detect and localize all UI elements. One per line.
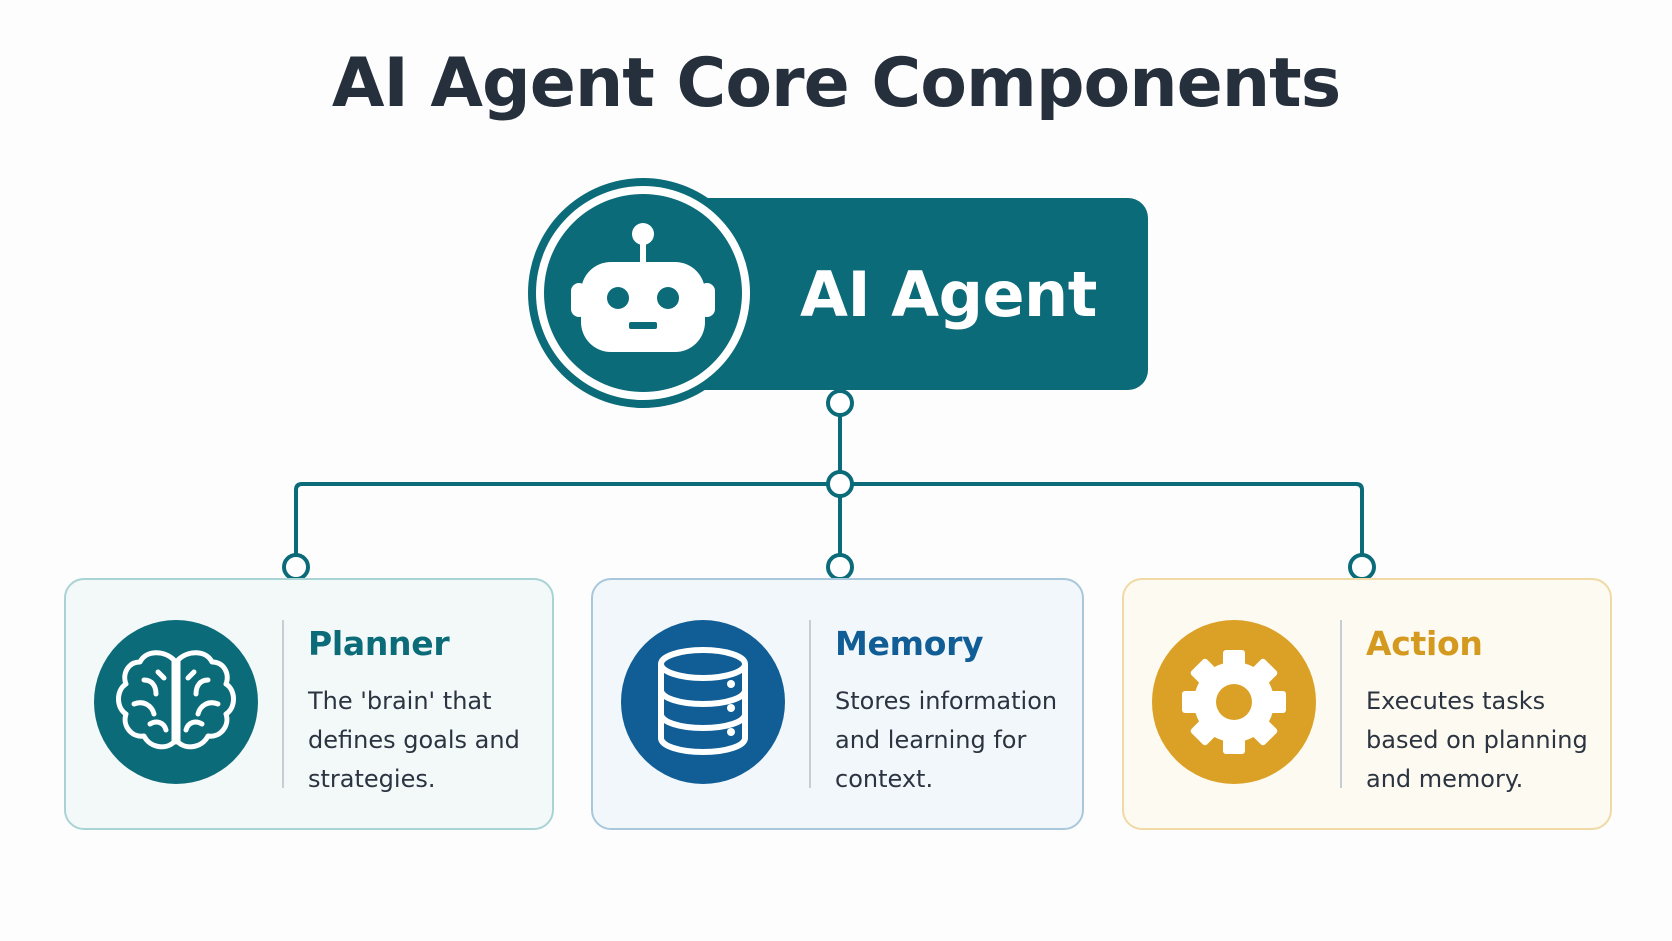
- action-divider: [1340, 620, 1342, 788]
- memory-card: Memory Stores information and learning f…: [591, 578, 1084, 830]
- connector-node-memory: [826, 553, 854, 581]
- database-icon: [621, 620, 785, 784]
- diagram-title: AI Agent Core Components: [331, 44, 1341, 123]
- robot-icon: [571, 223, 715, 352]
- brain-icon: [94, 620, 258, 784]
- memory-description: Stores information and learning for cont…: [835, 687, 1058, 793]
- gear-icon: [1152, 620, 1316, 784]
- action-card: Action Executes tasks based on planning …: [1122, 578, 1612, 830]
- connector-node-junction: [826, 470, 854, 498]
- ai-agent-label: AI Agent: [800, 258, 1097, 331]
- connector-node-action: [1348, 553, 1376, 581]
- planner-title: Planner: [308, 624, 450, 663]
- connector-branch-right: [840, 482, 1364, 565]
- connector-node-top: [826, 389, 854, 417]
- memory-title: Memory: [835, 624, 984, 663]
- planner-divider: [282, 620, 284, 788]
- connector-node-planner: [282, 553, 310, 581]
- memory-divider: [809, 620, 811, 788]
- action-description: Executes tasks based on planning and mem…: [1366, 687, 1588, 793]
- planner-description: The 'brain' that defines goals and strat…: [308, 687, 520, 793]
- planner-card: Planner The 'brain' that defines goals a…: [64, 578, 554, 830]
- action-title: Action: [1366, 624, 1483, 663]
- connector-branch-left: [294, 482, 840, 565]
